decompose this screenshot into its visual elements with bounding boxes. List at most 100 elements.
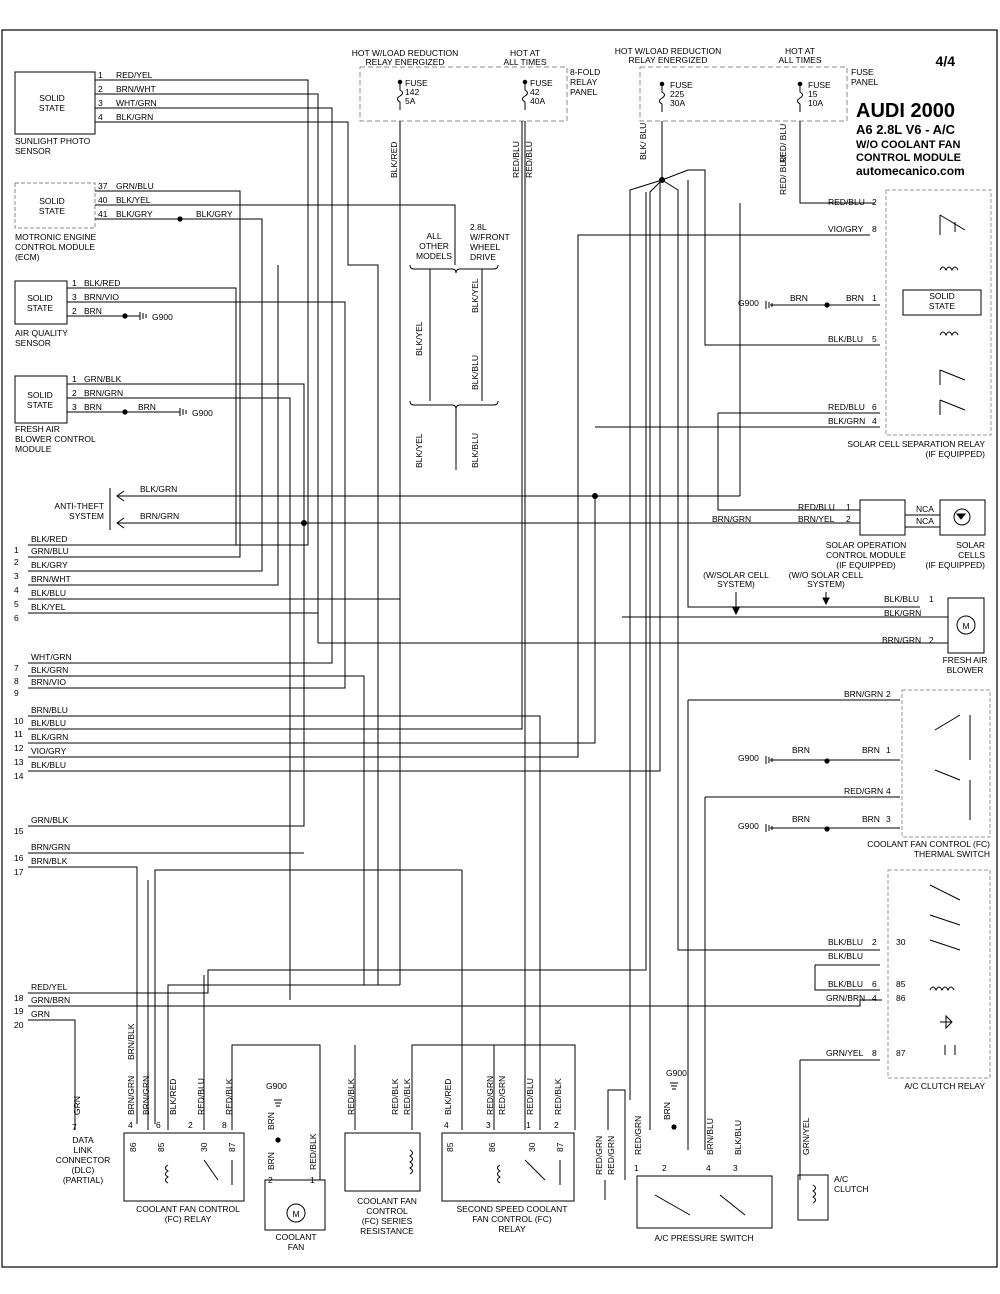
diagram-title: AUDI 2000 — [856, 100, 955, 122]
left-connector-pin-8: 8 — [14, 676, 19, 686]
left-connector-pin-7: 7 — [14, 663, 19, 673]
left-connector-pin-17: 17 — [14, 867, 24, 877]
fuse-panel-label-1: FUSE — [851, 67, 874, 77]
ss-pin-4: 4 — [444, 1120, 449, 1130]
hot-wload-label-2: HOT W/LOAD REDUCTION — [615, 46, 722, 56]
relay-panel-label-3: PANEL — [570, 87, 598, 97]
solar-sep-label-2: (IF EQUIPPED) — [925, 449, 985, 459]
ssr-pin-5: 5 — [872, 334, 877, 344]
fan-pin-1: 1 — [310, 1175, 315, 1185]
left-connector-wire-3: BLK/GRY — [31, 560, 68, 570]
anti-theft-label-1: ANTI-THEFT — [54, 501, 104, 511]
res-wire-2: RED/BLK — [390, 1078, 400, 1115]
relay-panel-label-2: RELAY — [570, 77, 598, 87]
series-res-label-3: (FC) SERIES — [362, 1216, 413, 1226]
aq-g900: G900 — [152, 312, 173, 322]
left-connector-pin-19: 19 — [14, 1006, 24, 1016]
fc-term-30: 30 — [199, 1142, 209, 1152]
solar-sep-solid-1: SOLID — [929, 291, 955, 301]
blower-pin-2: 2 — [929, 635, 934, 645]
hot-wload-label-1: HOT W/LOAD REDUCTION — [352, 48, 459, 58]
anti-theft-wire-2: BRN/GRN — [140, 511, 179, 521]
ts-pin-4: 4 — [886, 786, 891, 796]
page-number: 4/4 — [936, 53, 956, 69]
sunlight-solid-state-2: STATE — [39, 103, 65, 113]
ts-g900-1: G900 — [738, 753, 759, 763]
sunlight-pin-3: 3 — [98, 98, 103, 108]
ecm-label-1: MOTRONIC ENGINE — [15, 232, 97, 242]
acr-wire-6: BLK/BLU — [828, 979, 863, 989]
ts-g900-wire-1: BRN — [792, 745, 810, 755]
fuse-225-label: FUSE — [670, 80, 693, 90]
aq-pin-1: 1 — [72, 278, 77, 288]
ts-wire-1: BRN — [862, 745, 880, 755]
series-res-label-4: RESISTANCE — [360, 1226, 414, 1236]
all-other-2: OTHER — [419, 241, 449, 251]
left-connector-wire-9: BRN/VIO — [31, 677, 66, 687]
ecm-wire-ext: BLK/GRY — [196, 209, 233, 219]
ss-term-87: 87 — [555, 1142, 565, 1152]
ssr-pin-2: 2 — [872, 197, 877, 207]
vlabel-red-blu-2: RED/BLU — [524, 141, 534, 178]
solar-sep-relay-internals — [902, 214, 982, 415]
acr-wire-4: GRN/BRN — [826, 993, 865, 1003]
left-connector: 1BLK/RED2GRN/BLU3BLK/GRY4BRN/WHT5BLK/BLU… — [14, 534, 72, 1030]
fc-relay-label-2: (FC) RELAY — [165, 1214, 212, 1224]
ss-wire-red-blu: RED/BLU — [525, 1078, 535, 1115]
aps-pin-4: 4 — [706, 1163, 711, 1173]
all-times-label-2: ALL TIMES — [779, 55, 822, 65]
aq-solid-state-1: SOLID — [27, 293, 53, 303]
left-connector-pin-12: 12 — [14, 743, 24, 753]
left-connector-pin-5: 5 — [14, 599, 19, 609]
ssr-wire-4: BLK/GRN — [828, 416, 865, 426]
ac-clutch-label-1: A/C — [834, 1174, 848, 1184]
sunlight-solid-state-1: SOLID — [39, 93, 65, 103]
fresh-air-blower-1: FRESH AIR — [943, 655, 988, 665]
left-connector-pin-14: 14 — [14, 771, 24, 781]
solar-cells-icon — [953, 508, 971, 526]
aps-wire-blk-blu: BLK/BLU — [733, 1120, 743, 1155]
w-solar-1: (W/SOLAR CELL — [703, 570, 769, 580]
ssr-g900-wire: BRN — [790, 293, 808, 303]
second-speed-label-2: FAN CONTROL (FC) — [472, 1214, 552, 1224]
ssr-wire-8: VIO/GRY — [828, 224, 864, 234]
bottom-internals — [165, 1149, 816, 1223]
left-connector-wire-16: BRN/GRN — [31, 842, 70, 852]
ss-term-86: 86 — [487, 1142, 497, 1152]
anti-theft-arrows — [109, 488, 125, 530]
fuse-15-rating: 10A — [808, 98, 823, 108]
blower-pin-1: 1 — [929, 594, 934, 604]
solar-sep-relay-box — [885, 189, 992, 436]
sensor-boxes — [14, 71, 96, 424]
fc-wire-brn-grn-2: BRN/GRN — [141, 1076, 151, 1115]
fuse-42-rating: 40A — [530, 96, 545, 106]
fa-g900: G900 — [192, 408, 213, 418]
left-connector-wire-4: BRN/WHT — [31, 574, 71, 584]
left-connector-wire-1: BLK/RED — [31, 534, 67, 544]
second-speed-box — [441, 1132, 575, 1202]
solar-op-label-2: CONTROL MODULE — [826, 550, 906, 560]
ss-term-30: 30 — [527, 1142, 537, 1152]
acr-wire-8: GRN/YEL — [826, 1048, 864, 1058]
bottom-boxes — [123, 1132, 829, 1231]
sunlight-sensor-label-2: SENSOR — [15, 146, 51, 156]
solar-cells-label-3: (IF EQUIPPED) — [925, 560, 985, 570]
fc-pin-4: 4 — [128, 1120, 133, 1130]
vlabel-blk-red: BLK/RED — [389, 142, 399, 178]
fc-relay-label-1: COOLANT FAN CONTROL — [136, 1204, 240, 1214]
series-res-box — [344, 1132, 421, 1192]
ac-clutch-label-2: CLUTCH — [834, 1184, 868, 1194]
ss-red-grn-ext-2: RED/GRN — [606, 1136, 616, 1175]
all-other-1: ALL — [426, 231, 441, 241]
fuse-142-label: FUSE — [405, 78, 428, 88]
sunlight-sensor-label-1: SUNLIGHT PHOTO — [15, 136, 91, 146]
left-connector-pin-16: 16 — [14, 853, 24, 863]
sop-pin-1: 1 — [846, 502, 851, 512]
left-connector-pin-18: 18 — [14, 993, 24, 1003]
front-drive-4: DRIVE — [470, 252, 496, 262]
acr-term-87: 87 — [896, 1048, 906, 1058]
fuse-142-rating: 5A — [405, 96, 416, 106]
ss-pin-3: 3 — [486, 1120, 491, 1130]
solar-cells-label-1: SOLAR — [956, 540, 985, 550]
acr-pin-8: 8 — [872, 1048, 877, 1058]
